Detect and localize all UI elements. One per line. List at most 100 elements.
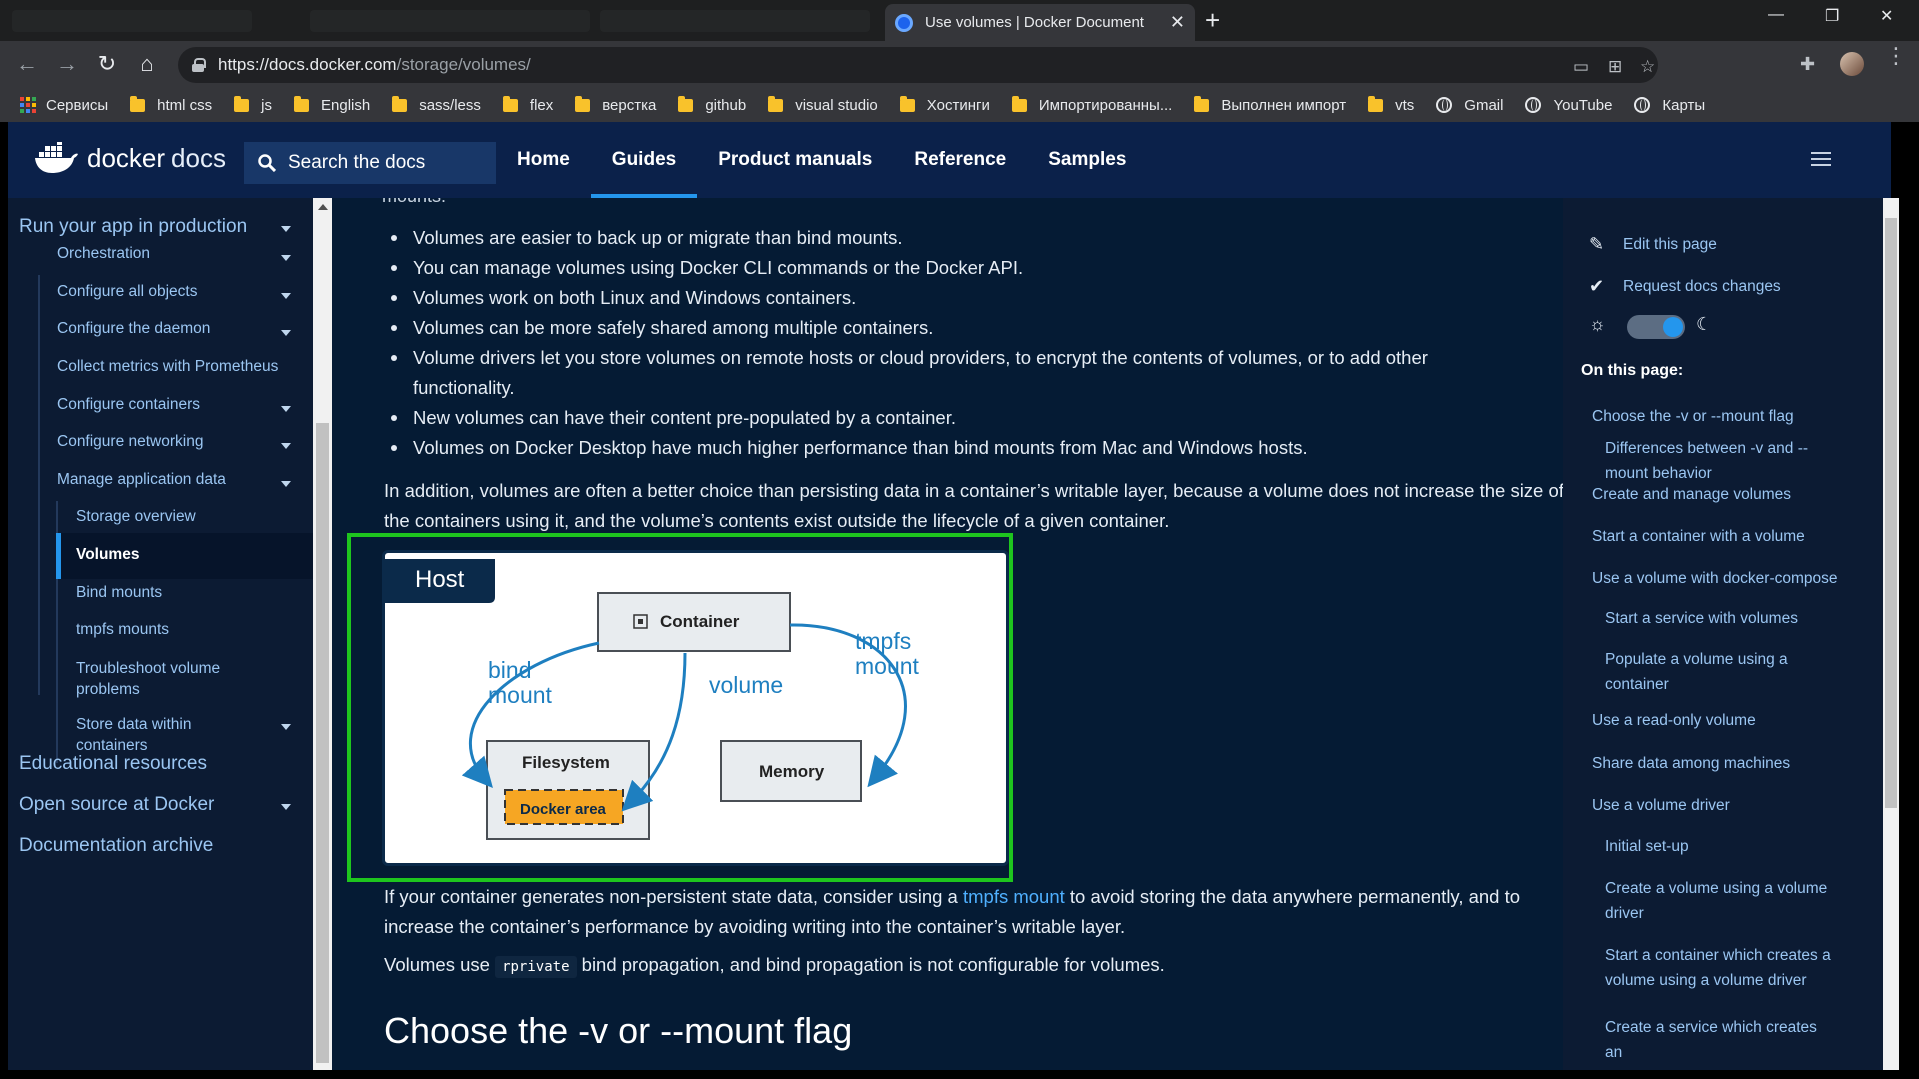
request-changes-link[interactable]: Request docs changes (1623, 278, 1781, 295)
address-bar[interactable]: https://docs.docker.com/storage/volumes/… (178, 47, 1658, 83)
bookmark-item[interactable]: html css (130, 95, 212, 114)
bookmark-item[interactable]: YouTube (1525, 97, 1612, 114)
background-tab[interactable] (310, 10, 590, 32)
sidebar-item-configure-networking[interactable]: Configure networking (8, 433, 313, 451)
bookmark-item[interactable]: Gmail (1436, 97, 1503, 114)
bookmark-star-icon[interactable]: ☆ (1640, 57, 1656, 76)
translate-icon[interactable]: ⊞ (1608, 57, 1623, 76)
toc-link[interactable]: Use a read-only volume (1592, 712, 1756, 729)
sidebar-item-tmpfs-mounts[interactable]: tmpfs mounts (8, 621, 313, 639)
folder-icon (234, 95, 250, 112)
sidebar-scrollbar[interactable] (313, 198, 332, 1070)
page-scrollbar[interactable] (1883, 198, 1899, 1070)
bookmark-item[interactable]: Карты (1634, 97, 1705, 114)
new-tab-button[interactable]: + (1205, 5, 1221, 35)
toc-link[interactable]: Choose the -v or --mount flag (1592, 408, 1794, 425)
search-input[interactable]: Search the docs (244, 142, 496, 184)
close-tab-icon[interactable]: ✕ (1169, 12, 1185, 32)
toc-link[interactable]: Create and manage volumes (1592, 486, 1792, 503)
menu-toggle-icon[interactable] (1811, 152, 1831, 170)
nav-reference[interactable]: Reference (914, 149, 1007, 170)
close-window-icon[interactable]: ✕ (1880, 8, 1894, 25)
toc-link[interactable]: Initial set-up (1605, 838, 1689, 855)
sidebar-item-manage-application-data[interactable]: Manage application data (8, 471, 313, 489)
back-arrow-icon[interactable]: ← (16, 51, 38, 76)
sidebar-item-volumes[interactable]: Volumes (8, 546, 313, 564)
sidebar-item-configure-all-objects[interactable]: Configure all objects (8, 283, 313, 301)
chevron-down-icon[interactable] (281, 255, 291, 261)
moon-icon: ☾ (1696, 314, 1713, 334)
bookmark-item[interactable]: github (678, 95, 746, 114)
bookmark-item[interactable]: visual studio (768, 95, 878, 114)
background-tab[interactable] (600, 10, 870, 32)
sidebar-item-run-your-app-in-production[interactable]: Run your app in production (8, 216, 313, 238)
sidebar-item-educational-resources[interactable]: Educational resources (8, 753, 313, 775)
bookmark-item[interactable]: sass/less (392, 95, 481, 114)
bookmark-item[interactable]: Хостинги (899, 95, 990, 114)
bookmark-item[interactable]: English (294, 95, 370, 114)
sidebar-item-storage-overview[interactable]: Storage overview (8, 508, 313, 526)
toc-link[interactable]: Start a service with volumes (1605, 610, 1798, 627)
toc-link[interactable]: Use a volume driver (1592, 797, 1730, 814)
sidebar-item-store-data-within-containers[interactable]: Store data within containers (8, 714, 313, 756)
bookmark-label: Gmail (1464, 96, 1504, 114)
edit-page-link[interactable]: Edit this page (1623, 236, 1717, 253)
nav-home[interactable]: Home (517, 149, 570, 170)
sidebar-item-troubleshoot-volume-problems[interactable]: Troubleshoot volume problems (8, 658, 313, 700)
chevron-down-icon[interactable] (281, 804, 291, 810)
sidebar-scroll-thumb[interactable] (316, 423, 329, 1063)
bookmark-item[interactable]: flex (502, 95, 553, 114)
toc-link[interactable]: Create a service which creates an (1605, 1019, 1817, 1061)
toc-link[interactable]: Start a container with a volume (1592, 528, 1805, 545)
sidebar-item-collect-metrics-with-prometheus[interactable]: Collect metrics with Prometheus (8, 358, 313, 376)
sidebar-item-bind-mounts[interactable]: Bind mounts (8, 584, 313, 602)
bookmark-item[interactable]: vts (1368, 95, 1414, 114)
chevron-down-icon[interactable] (281, 293, 291, 299)
chevron-down-icon[interactable] (281, 330, 291, 336)
chevron-down-icon[interactable] (281, 226, 291, 232)
sidebar-item-label: Troubleshoot volume problems (76, 660, 221, 698)
bookmark-item[interactable]: Сервисы (20, 97, 108, 114)
bookmark-item[interactable]: верстка (575, 95, 656, 114)
globe-icon (1634, 97, 1651, 113)
sidebar-item-open-source-at-docker[interactable]: Open source at Docker (8, 794, 313, 816)
background-tab[interactable] (12, 10, 252, 32)
sidebar-item-orchestration[interactable]: Orchestration (8, 245, 313, 263)
nav-product-manuals[interactable]: Product manuals (718, 149, 873, 170)
nav-samples[interactable]: Samples (1048, 149, 1127, 170)
toc-link[interactable]: Populate a volume using a container (1605, 651, 1788, 693)
sidebar-item-documentation-archive[interactable]: Documentation archive (8, 835, 313, 857)
toc-link[interactable]: Create a volume using a volume driver (1605, 880, 1828, 922)
chevron-down-icon[interactable] (281, 443, 291, 449)
theme-toggle[interactable] (1627, 315, 1685, 339)
minimize-window-icon[interactable]: — (1768, 6, 1784, 23)
toc-link[interactable]: Use a volume with docker-compose (1592, 570, 1838, 587)
chevron-down-icon[interactable] (281, 724, 291, 730)
sidebar-item-configure-containers[interactable]: Configure containers (8, 396, 313, 414)
profile-avatar[interactable] (1840, 52, 1864, 76)
toc-link[interactable]: Start a container which creates a volume… (1605, 947, 1831, 989)
docker-docs-logo[interactable]: docker docs (33, 142, 226, 174)
toc-link[interactable]: Differences between -v and --mount behav… (1605, 440, 1809, 482)
folder-icon (768, 95, 784, 112)
toc-link[interactable]: Share data among machines (1592, 755, 1791, 772)
bookmark-item[interactable]: Импортированны... (1011, 95, 1172, 114)
nav-guides[interactable]: Guides (590, 122, 698, 198)
edit-pencil-icon: ✎ (1589, 234, 1605, 254)
forward-arrow-icon[interactable]: → (56, 51, 78, 76)
reload-icon[interactable]: ↻ (97, 51, 117, 76)
bookmark-item[interactable]: js (234, 95, 272, 114)
chevron-down-icon[interactable] (281, 406, 291, 412)
active-tab[interactable]: Use volumes | Docker Document ✕ (885, 4, 1195, 41)
sidebar-item-configure-the-daemon[interactable]: Configure the daemon (8, 320, 313, 338)
restore-window-icon[interactable]: ❐ (1825, 8, 1840, 25)
extensions-puzzle-icon[interactable]: ✚ (1800, 54, 1816, 74)
home-icon[interactable]: ⌂ (140, 51, 154, 76)
page-scroll-thumb[interactable] (1885, 218, 1897, 808)
chevron-down-icon[interactable] (281, 481, 291, 487)
tmpfs-mount-link[interactable]: tmpfs mount (962, 886, 1065, 907)
cast-icon[interactable]: ▭ (1573, 57, 1590, 76)
browser-menu-icon[interactable]: ⋮ (1885, 43, 1907, 68)
scroll-up-arrow-icon[interactable] (318, 204, 328, 210)
bookmark-item[interactable]: Выполнен импорт (1194, 95, 1346, 114)
